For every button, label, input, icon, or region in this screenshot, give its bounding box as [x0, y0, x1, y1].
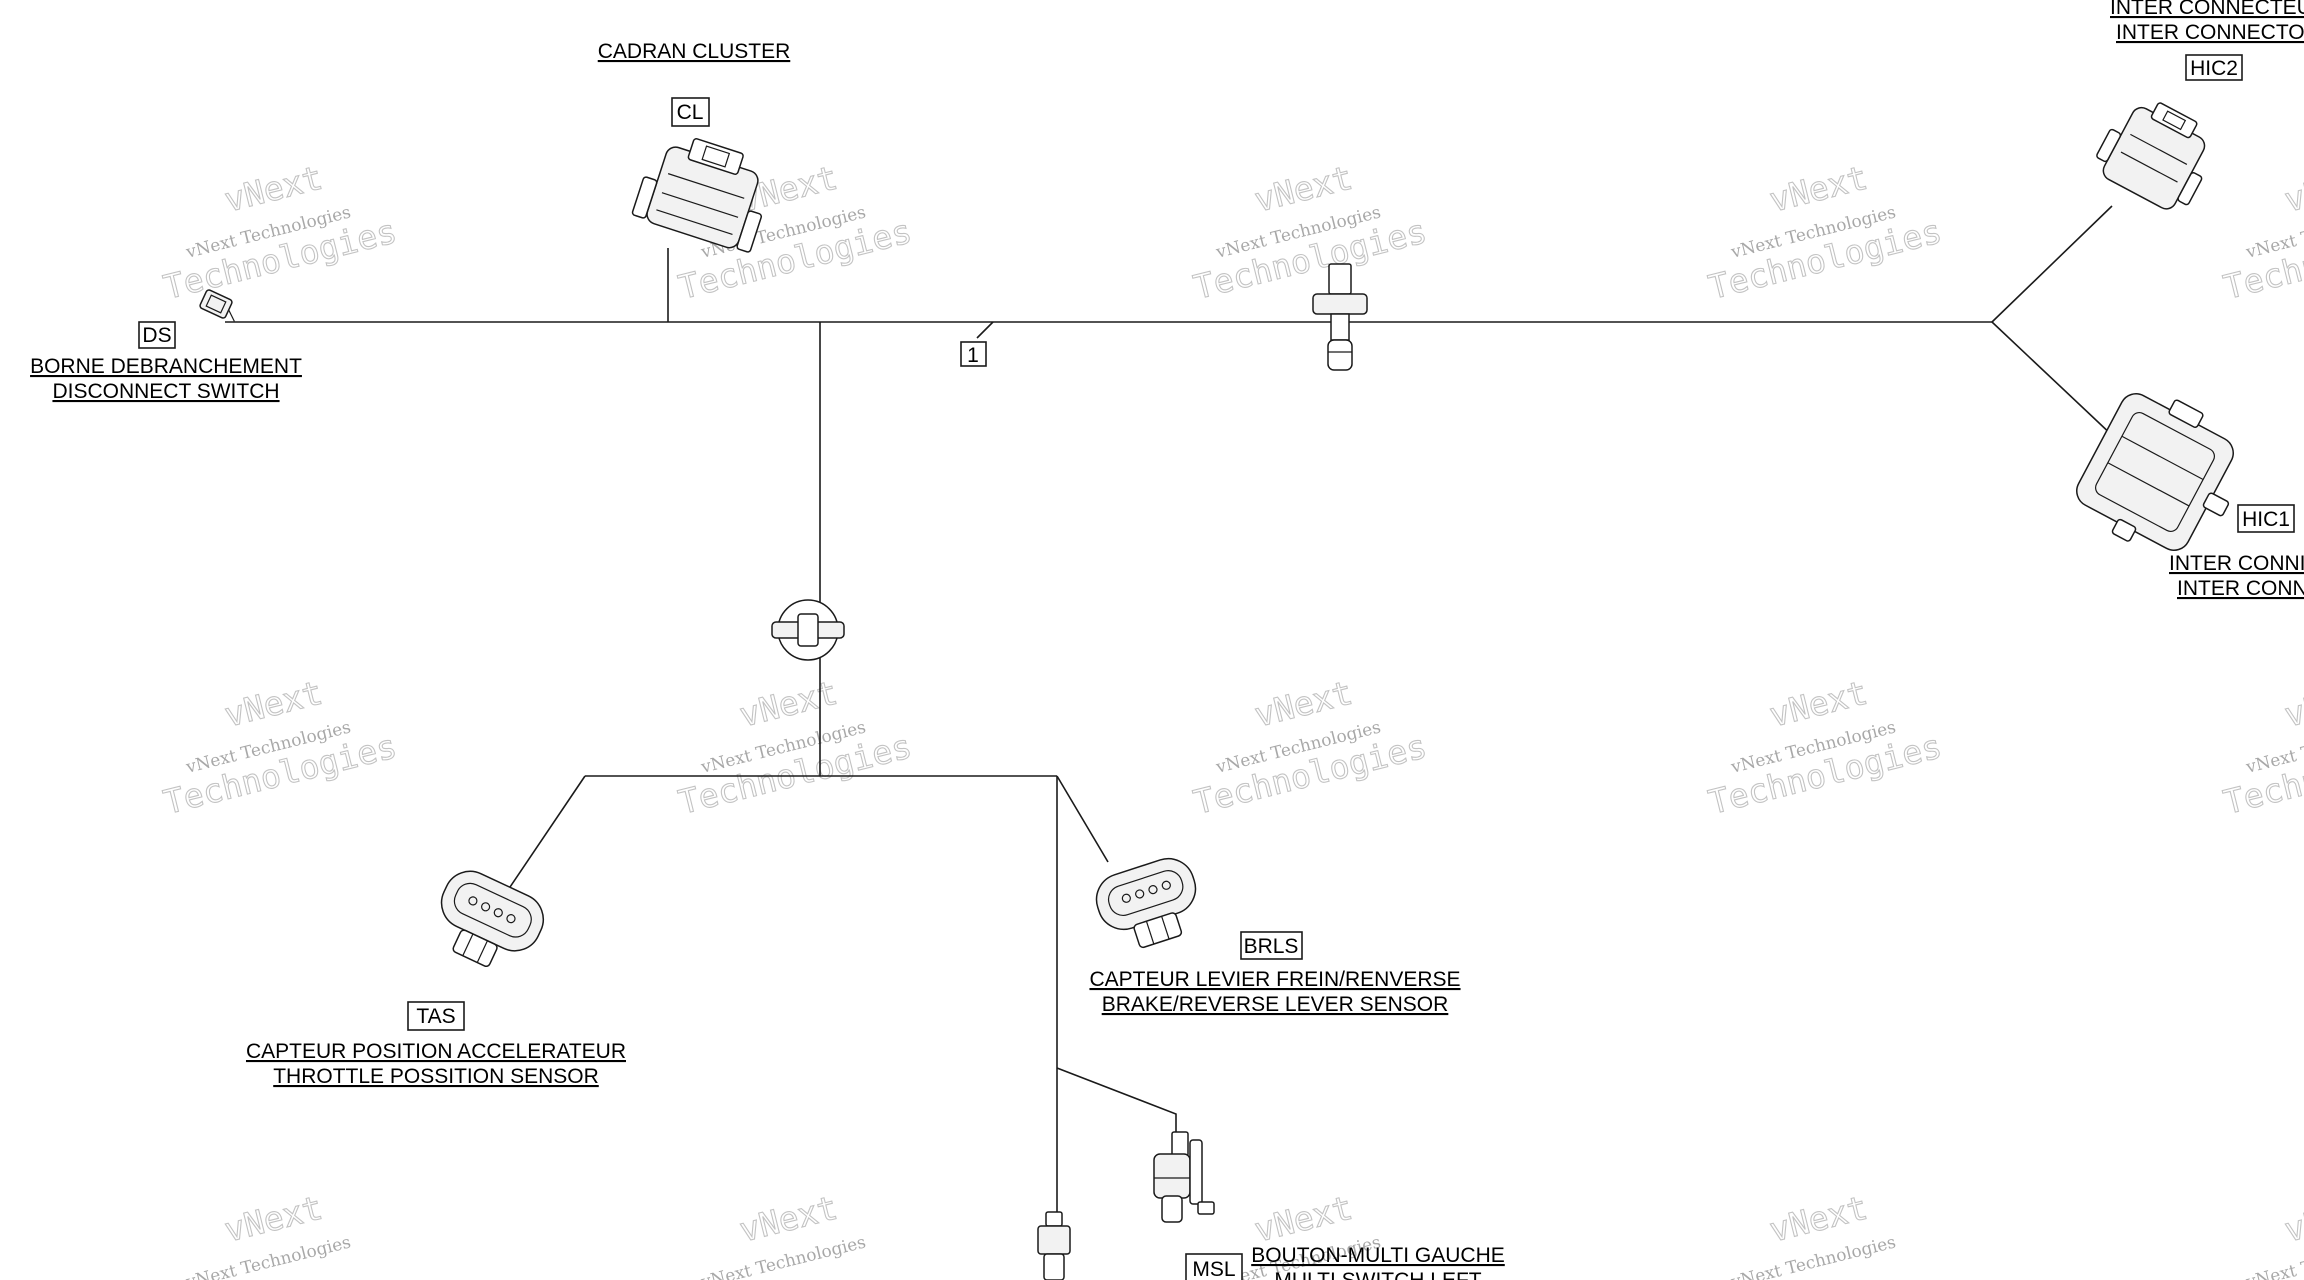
watermark-layer: vNext vNext Technologies Technologies vN…	[159, 157, 2304, 1280]
connector-brls[interactable]: BRLS CAPTEUR LEVIER FREIN/RENVERSE BRAKE…	[1089, 852, 1461, 1016]
watermark-vnext: vNext	[1250, 158, 1356, 220]
connector-hic2[interactable]: INTER CONNECTEU INTER CONNECTO HIC2	[2089, 0, 2304, 218]
label-ds-fr: BORNE DEBRANCHEMENT	[30, 355, 302, 378]
watermark: vNext vNext Technologies Technologies	[1189, 672, 1431, 822]
connector-ds[interactable]: DS BORNE DEBRANCHEMENT DISCONNECT SWITCH	[30, 289, 302, 403]
label-brls-en: BRAKE/REVERSE LEVER SENSOR	[1102, 993, 1449, 1016]
throttle-sensor-connector-icon	[440, 870, 545, 968]
harness-callout: 1	[960, 341, 987, 367]
brls-branch-wire	[1056, 775, 1109, 863]
hic1-connector-icon	[2076, 393, 2234, 551]
label-ds-en: DISCONNECT SWITCH	[52, 380, 279, 403]
label-cl: CADRAN CLUSTER	[598, 40, 791, 63]
code-hic2: HIC2	[2190, 57, 2238, 80]
watermark-vnext: vNext	[2280, 1188, 2304, 1250]
harness-callout-leader	[976, 321, 994, 339]
connector-hic1[interactable]: HIC1 INTER CONNI INTER CONN	[2066, 378, 2304, 600]
label-brls-fr: CAPTEUR LEVIER FREIN/RENVERSE	[1089, 968, 1460, 991]
watermark: vNext vNext Technologies Technologies	[159, 157, 401, 307]
trunk-clip	[1312, 263, 1368, 371]
disconnect-switch-connector-icon	[199, 289, 235, 322]
label-hic1-fr: INTER CONNI	[2169, 552, 2304, 575]
watermark: vNext vNext Technologies Technologies	[2219, 157, 2304, 307]
code-hic1: HIC1	[2242, 508, 2290, 531]
watermark-vnext: vNext	[220, 673, 326, 735]
cluster-connector-icon	[631, 138, 763, 253]
code-tas: TAS	[416, 1005, 455, 1028]
center-clip	[771, 599, 845, 661]
brake-lever-sensor-connector-icon	[1095, 857, 1197, 949]
watermark-vnext: vNext	[1250, 673, 1356, 735]
tas-branch-wire	[507, 775, 586, 891]
code-ds: DS	[142, 324, 171, 347]
hic1-branch-wire	[1991, 321, 2116, 439]
watermark-vnext: vNext	[220, 1188, 326, 1250]
watermark-vnext: vNext	[1765, 158, 1871, 220]
label-tas-fr: CAPTEUR POSITION ACCELERATEUR	[246, 1040, 626, 1063]
watermark-vnext: vNext	[1765, 673, 1871, 735]
watermark: vNext vNext Technologies	[1728, 1187, 1898, 1280]
code-box-tas	[407, 1001, 465, 1031]
watermark: vNext vNext Technologies Technologies	[2219, 672, 2304, 822]
connector-cl[interactable]: CADRAN CLUSTER CL	[598, 40, 791, 255]
code-brls: BRLS	[1244, 935, 1299, 958]
msl-side-connector	[1153, 1131, 1215, 1223]
label-msl-fr: BOUTON-MULTI GAUCHE	[1251, 1244, 1505, 1267]
callout-number: 1	[967, 344, 979, 367]
label-hic1-en: INTER CONN	[2177, 577, 2304, 600]
msl-bottom-connector	[1037, 1211, 1071, 1280]
connector-msl[interactable]: MSL BOUTON-MULTI GAUCHE MULTI SWITCH LEF…	[1185, 1244, 1505, 1280]
watermark-vnext: vNext	[735, 1188, 841, 1250]
code-box-hic2	[2185, 54, 2243, 81]
watermark-vnext: vNext	[1765, 1188, 1871, 1250]
code-box-hic1	[2237, 504, 2295, 533]
harness-wires	[225, 205, 2116, 1212]
code-box-brls	[1240, 931, 1303, 960]
label-hic2-fr: INTER CONNECTEU	[2110, 0, 2304, 19]
hic2-connector-icon	[2096, 102, 2206, 210]
hic2-branch-wire	[1991, 205, 2113, 323]
watermark: vNext vNext Technologies Technologies	[1189, 157, 1431, 307]
label-msl-en: MULTI SWITCH LEFT	[1274, 1269, 1481, 1280]
watermark: vNext vNext Technologies	[698, 1187, 868, 1280]
code-box-cl	[671, 97, 710, 127]
watermark: vNext vNext Technologies Technologies	[1704, 157, 1946, 307]
label-tas-en: THROTTLE POSSITION SENSOR	[273, 1065, 599, 1088]
watermark-vnext: vNext	[1250, 1188, 1356, 1250]
watermark: vNext vNext Technologies	[183, 1187, 353, 1280]
connector-tas[interactable]: TAS CAPTEUR POSITION ACCELERATEUR THROTT…	[246, 863, 626, 1088]
callout-box-1	[960, 341, 987, 367]
watermark-vnext: vNext	[220, 158, 326, 220]
watermark-vnext: vNext	[2280, 158, 2304, 220]
watermark: vNext vNext Technologies	[2243, 1187, 2304, 1280]
watermark: vNext vNext Technologies Technologies	[674, 672, 916, 822]
code-cl: CL	[677, 101, 704, 124]
watermark: vNext vNext Technologies Technologies	[159, 672, 401, 822]
code-box-ds	[138, 321, 176, 349]
code-msl: MSL	[1192, 1258, 1235, 1280]
watermark: vNext vNext Technologies Technologies	[1704, 672, 1946, 822]
code-box-msl	[1185, 1253, 1243, 1280]
msl-branch-wire	[1056, 1067, 1177, 1132]
watermark-vnext: vNext	[2280, 673, 2304, 735]
watermark-vnext: vNext	[735, 673, 841, 735]
watermark-technologies: Technologies	[2220, 211, 2304, 307]
watermark-technologies: Technologies	[2220, 726, 2304, 822]
label-hic2-en: INTER CONNECTO	[2116, 21, 2304, 44]
